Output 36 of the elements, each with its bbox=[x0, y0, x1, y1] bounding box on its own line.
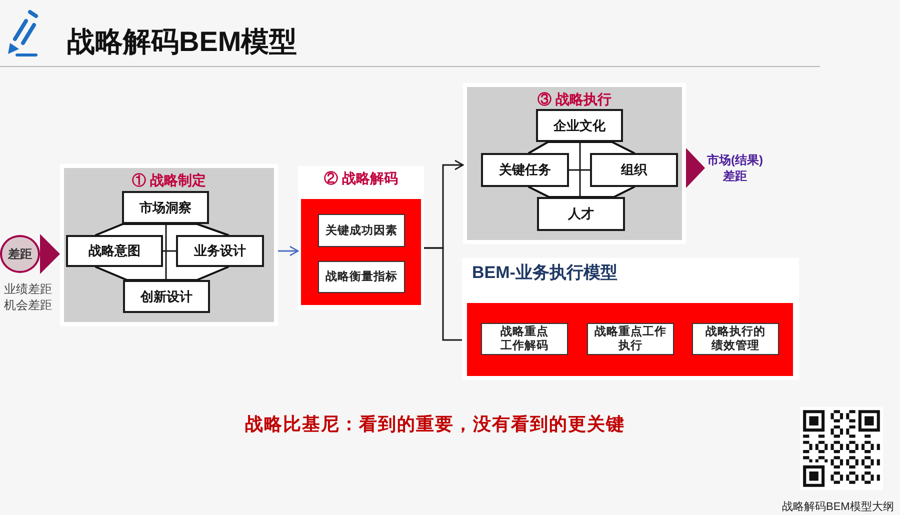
connector-line bbox=[424, 247, 462, 341]
section-frame bbox=[462, 258, 799, 380]
chevron-arrow bbox=[40, 234, 60, 274]
process-box: 关键任务 bbox=[481, 153, 569, 187]
chevron-arrow bbox=[686, 148, 705, 188]
qr-caption: 战略解码BEM模型大纲 bbox=[782, 500, 894, 515]
process-box: 市场洞察 bbox=[122, 191, 209, 224]
panel-heading: ① 战略制定 bbox=[132, 171, 206, 190]
process-box: 业务设计 bbox=[176, 235, 264, 267]
node-caption: 业绩差距 bbox=[4, 281, 52, 298]
process-box: 战略意图 bbox=[66, 235, 163, 267]
node-caption: 机会差距 bbox=[4, 297, 52, 314]
process-box: 组织 bbox=[590, 153, 678, 187]
process-box: 战略重点工作执行 bbox=[587, 323, 674, 355]
arrow bbox=[278, 246, 299, 256]
slogan-text: 战略比基尼：看到的重要，没有看到的更关键 bbox=[245, 413, 625, 436]
process-box: 人才 bbox=[537, 197, 625, 231]
panel-heading: BEM-业务执行模型 bbox=[472, 262, 618, 284]
slide-title: 战略解码BEM模型 bbox=[67, 25, 298, 59]
process-box: 战略执行的绩效管理 bbox=[692, 323, 779, 355]
process-box: 创新设计 bbox=[123, 280, 210, 313]
gap-ellipse: 差距 bbox=[0, 235, 40, 273]
connector-line bbox=[165, 224, 167, 280]
section-frame bbox=[298, 166, 424, 310]
section-panel bbox=[60, 164, 278, 326]
connector-line bbox=[569, 169, 590, 171]
section-panel bbox=[463, 83, 686, 244]
process-box: 战略重点工作解码 bbox=[481, 323, 568, 355]
connector-line bbox=[163, 250, 176, 252]
panel-heading: ② 战略解码 bbox=[324, 169, 398, 188]
outcome-text: 市场(结果)差距 bbox=[705, 151, 765, 185]
connector-line bbox=[579, 142, 581, 197]
process-box: 关键成功因素 bbox=[318, 214, 405, 247]
panel-heading: ③ 战略执行 bbox=[538, 90, 612, 109]
process-box: 战略衡量指标 bbox=[318, 261, 405, 293]
process-box: 企业文化 bbox=[536, 109, 623, 142]
